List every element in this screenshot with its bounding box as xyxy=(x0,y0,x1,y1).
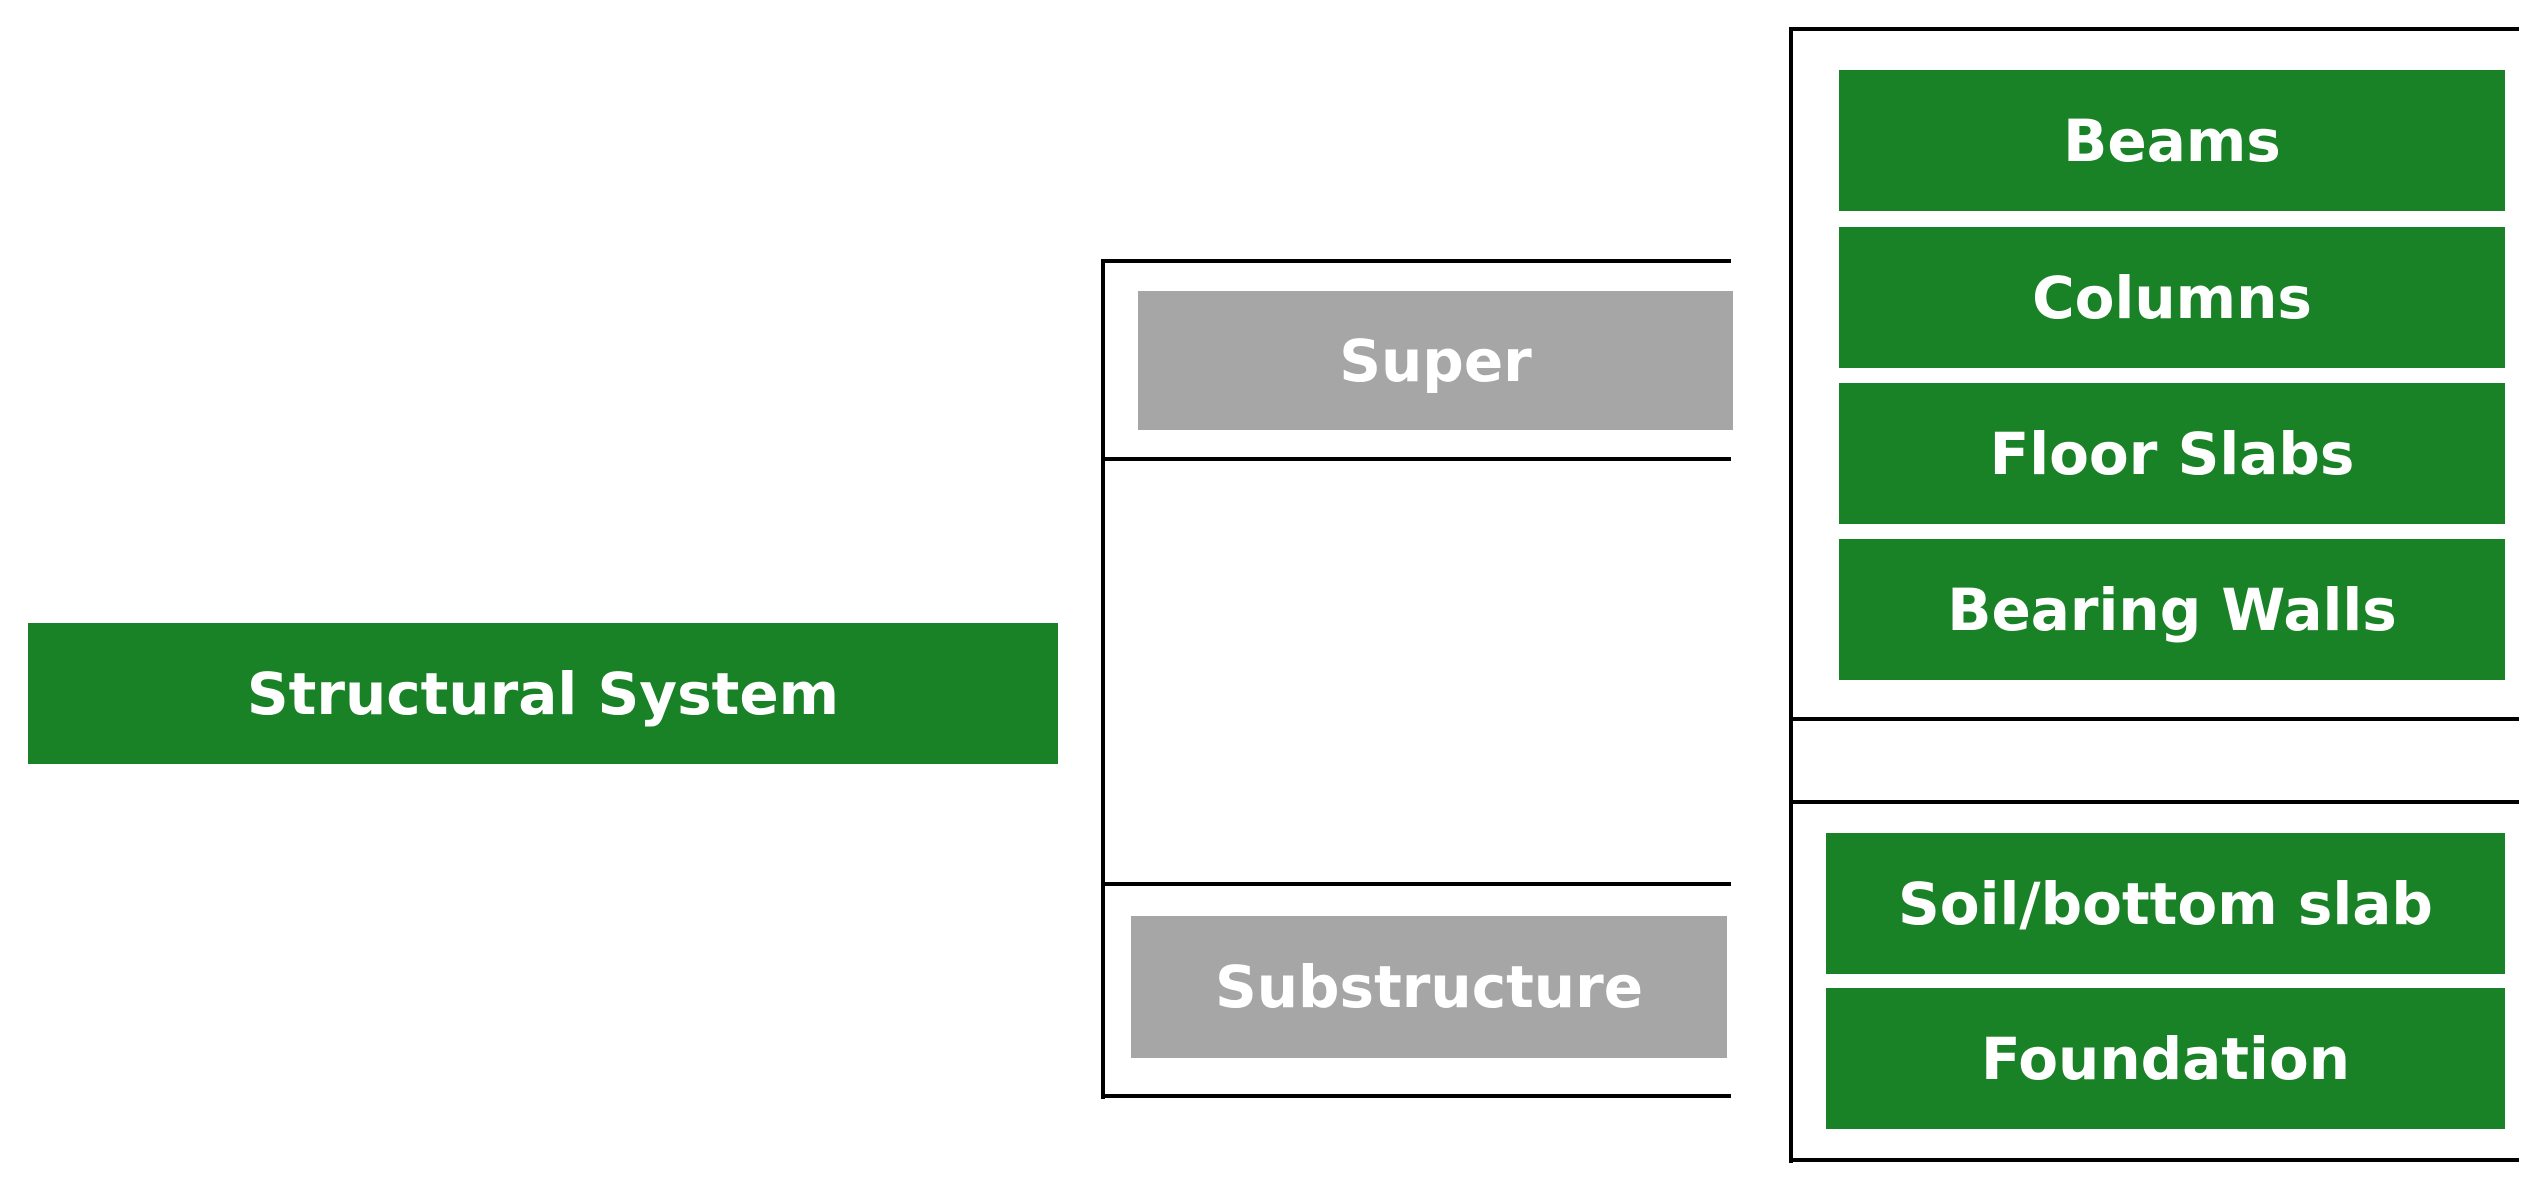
node-soil-bottom-slab-label: Soil/bottom slab xyxy=(1898,869,2433,938)
node-beams-label: Beams xyxy=(2063,106,2281,175)
node-floor-slabs: Floor Slabs xyxy=(1839,383,2505,524)
connector-middle-sub-top xyxy=(1101,882,1731,886)
node-structural-system-label: Structural System xyxy=(246,659,840,728)
node-bearing-walls-label: Bearing Walls xyxy=(1947,575,2397,644)
node-substructure: Substructure xyxy=(1131,916,1727,1058)
connector-right-top xyxy=(1789,27,2519,31)
node-super-label: Super xyxy=(1339,326,1532,395)
node-foundation: Foundation xyxy=(1826,988,2505,1129)
connector-right-sub-top xyxy=(1789,800,2519,804)
node-structural-system: Structural System xyxy=(28,623,1058,764)
connector-middle-super-bottom xyxy=(1101,457,1731,461)
connector-right-super-bottom xyxy=(1789,717,2519,721)
connector-middle-vertical xyxy=(1101,261,1105,1099)
connector-right-bottom xyxy=(1789,1158,2519,1162)
connector-right-vertical xyxy=(1789,29,1793,1163)
connector-middle-bottom xyxy=(1101,1094,1731,1098)
node-substructure-label: Substructure xyxy=(1214,953,1644,1021)
node-beams: Beams xyxy=(1839,70,2505,211)
node-super: Super xyxy=(1138,291,1733,430)
node-foundation-label: Foundation xyxy=(1980,1024,2351,1093)
node-bearing-walls: Bearing Walls xyxy=(1839,539,2505,680)
node-floor-slabs-label: Floor Slabs xyxy=(1989,419,2355,488)
connector-middle-top xyxy=(1101,259,1731,263)
node-soil-bottom-slab: Soil/bottom slab xyxy=(1826,833,2505,974)
node-columns: Columns xyxy=(1839,227,2505,368)
node-columns-label: Columns xyxy=(2032,263,2312,332)
